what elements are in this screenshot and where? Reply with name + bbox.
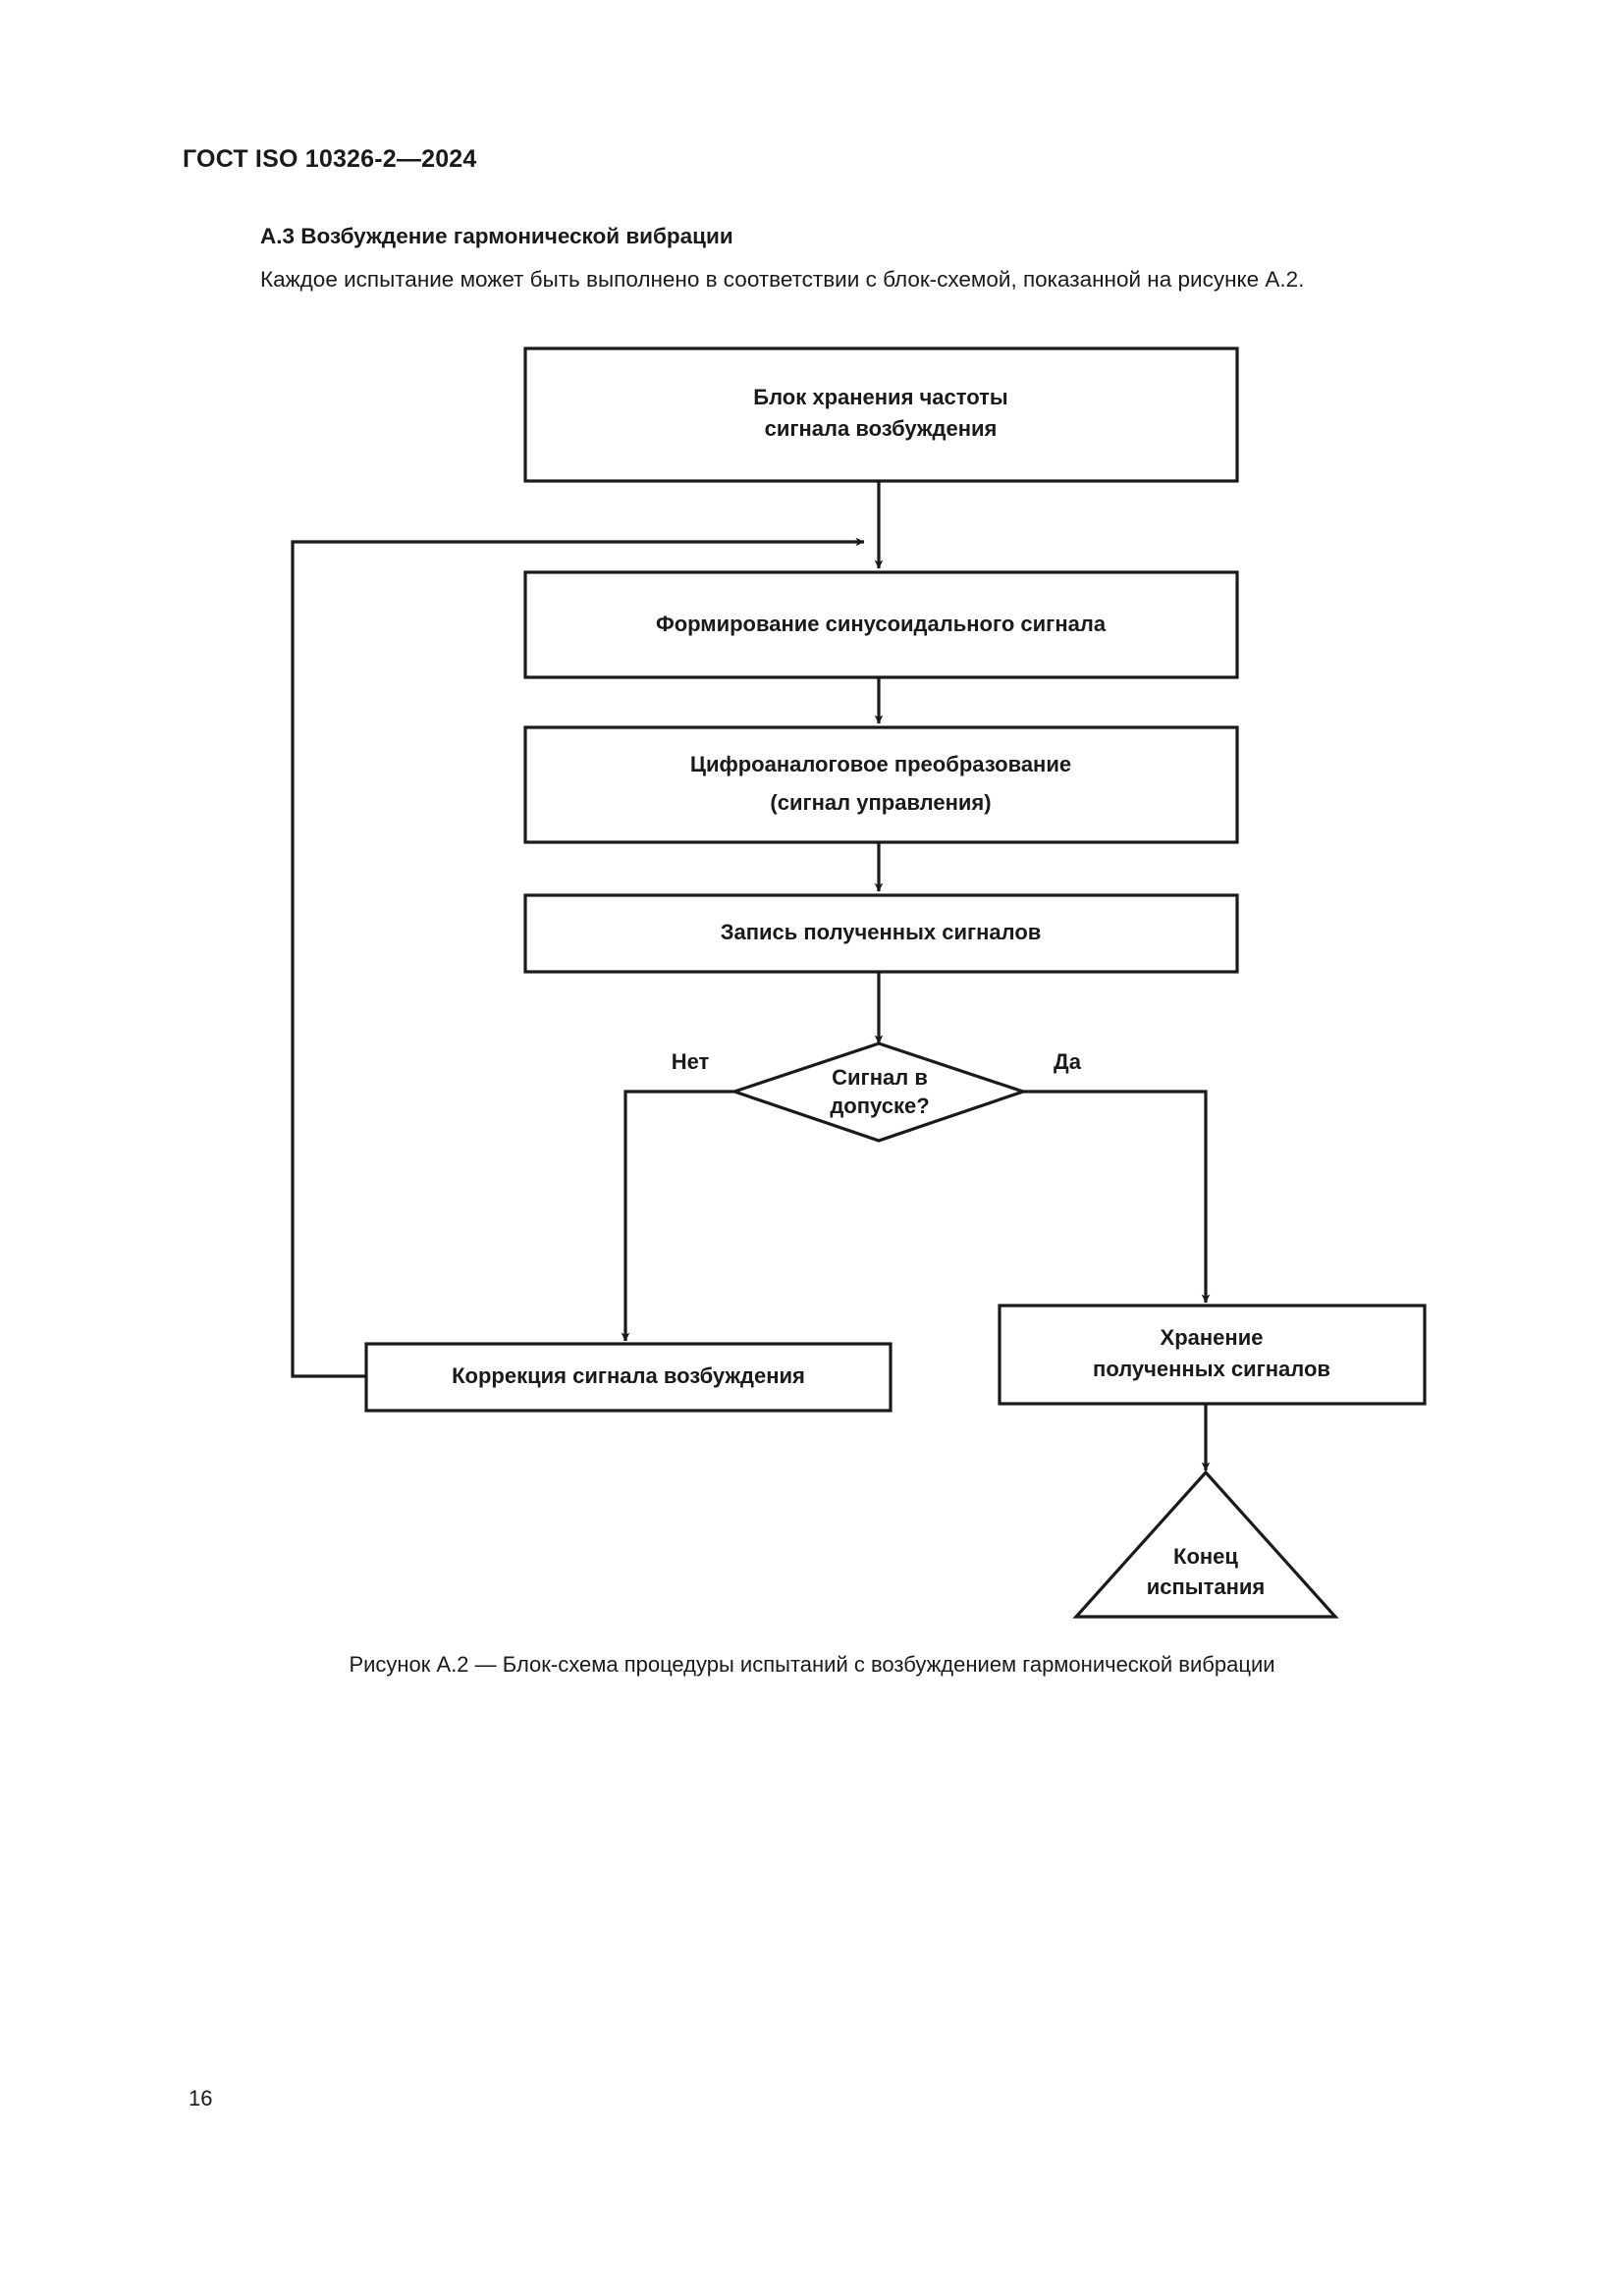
node-store-frequency-line2: сигнала возбуждения (765, 416, 998, 441)
node-dac-conversion-line2: (сигнал управления) (770, 790, 991, 815)
node-store-signals-line2: полученных сигналов (1093, 1357, 1330, 1381)
node-generate-sine-line1: Формирование синусоидального сигнала (656, 612, 1107, 636)
connector-decision-no (621, 1090, 736, 1342)
node-decision-tolerance-line2: допуске? (830, 1094, 929, 1118)
node-decision-tolerance[interactable]: Сигнал в допуске? (729, 1041, 1029, 1143)
node-dac-conversion-line1: Цифроаналоговое преобразование (690, 752, 1071, 776)
node-record-signals-line1: Запись полученных сигналов (721, 920, 1042, 944)
node-dac-conversion[interactable]: Цифроаналоговое преобразование (сигнал у… (523, 725, 1239, 844)
node-end-of-test[interactable]: Конец испытания (1072, 1469, 1339, 1619)
branch-label-no: Нет (672, 1049, 710, 1074)
node-store-frequency-line1: Блок хранения частоты (753, 385, 1007, 409)
branch-label-yes: Да (1054, 1049, 1082, 1074)
document-header: ГОСТ ISO 10326-2—2024 (183, 145, 477, 173)
figure-caption: Рисунок А.2 — Блок-схема процедуры испыт… (349, 1652, 1275, 1677)
section-heading: А.3 Возбуждение гармонической вибрации (260, 224, 733, 248)
node-end-of-test-line2: испытания (1147, 1575, 1266, 1599)
connector-feedback-loop (291, 537, 865, 1378)
node-decision-tolerance-line1: Сигнал в (832, 1065, 928, 1090)
page-number: 16 (189, 2086, 213, 2110)
node-correct-signal[interactable]: Коррекция сигнала возбуждения (364, 1342, 893, 1413)
node-record-signals[interactable]: Запись полученных сигналов (523, 893, 1239, 974)
section-paragraph: Каждое испытание может быть выполнено в … (260, 267, 1305, 292)
node-store-signals[interactable]: Хранение полученных сигналов (998, 1304, 1427, 1406)
node-store-frequency[interactable]: Блок хранения частоты сигнала возбуждени… (523, 347, 1239, 483)
flowchart-figure: Блок хранения частоты сигнала возбуждени… (0, 324, 1624, 1639)
connector-decision-yes (1021, 1090, 1211, 1304)
node-end-of-test-line1: Конец (1173, 1544, 1238, 1569)
node-correct-signal-line1: Коррекция сигнала возбуждения (452, 1363, 805, 1388)
node-generate-sine[interactable]: Формирование синусоидального сигнала (523, 570, 1239, 679)
node-store-signals-line1: Хранение (1161, 1325, 1264, 1350)
